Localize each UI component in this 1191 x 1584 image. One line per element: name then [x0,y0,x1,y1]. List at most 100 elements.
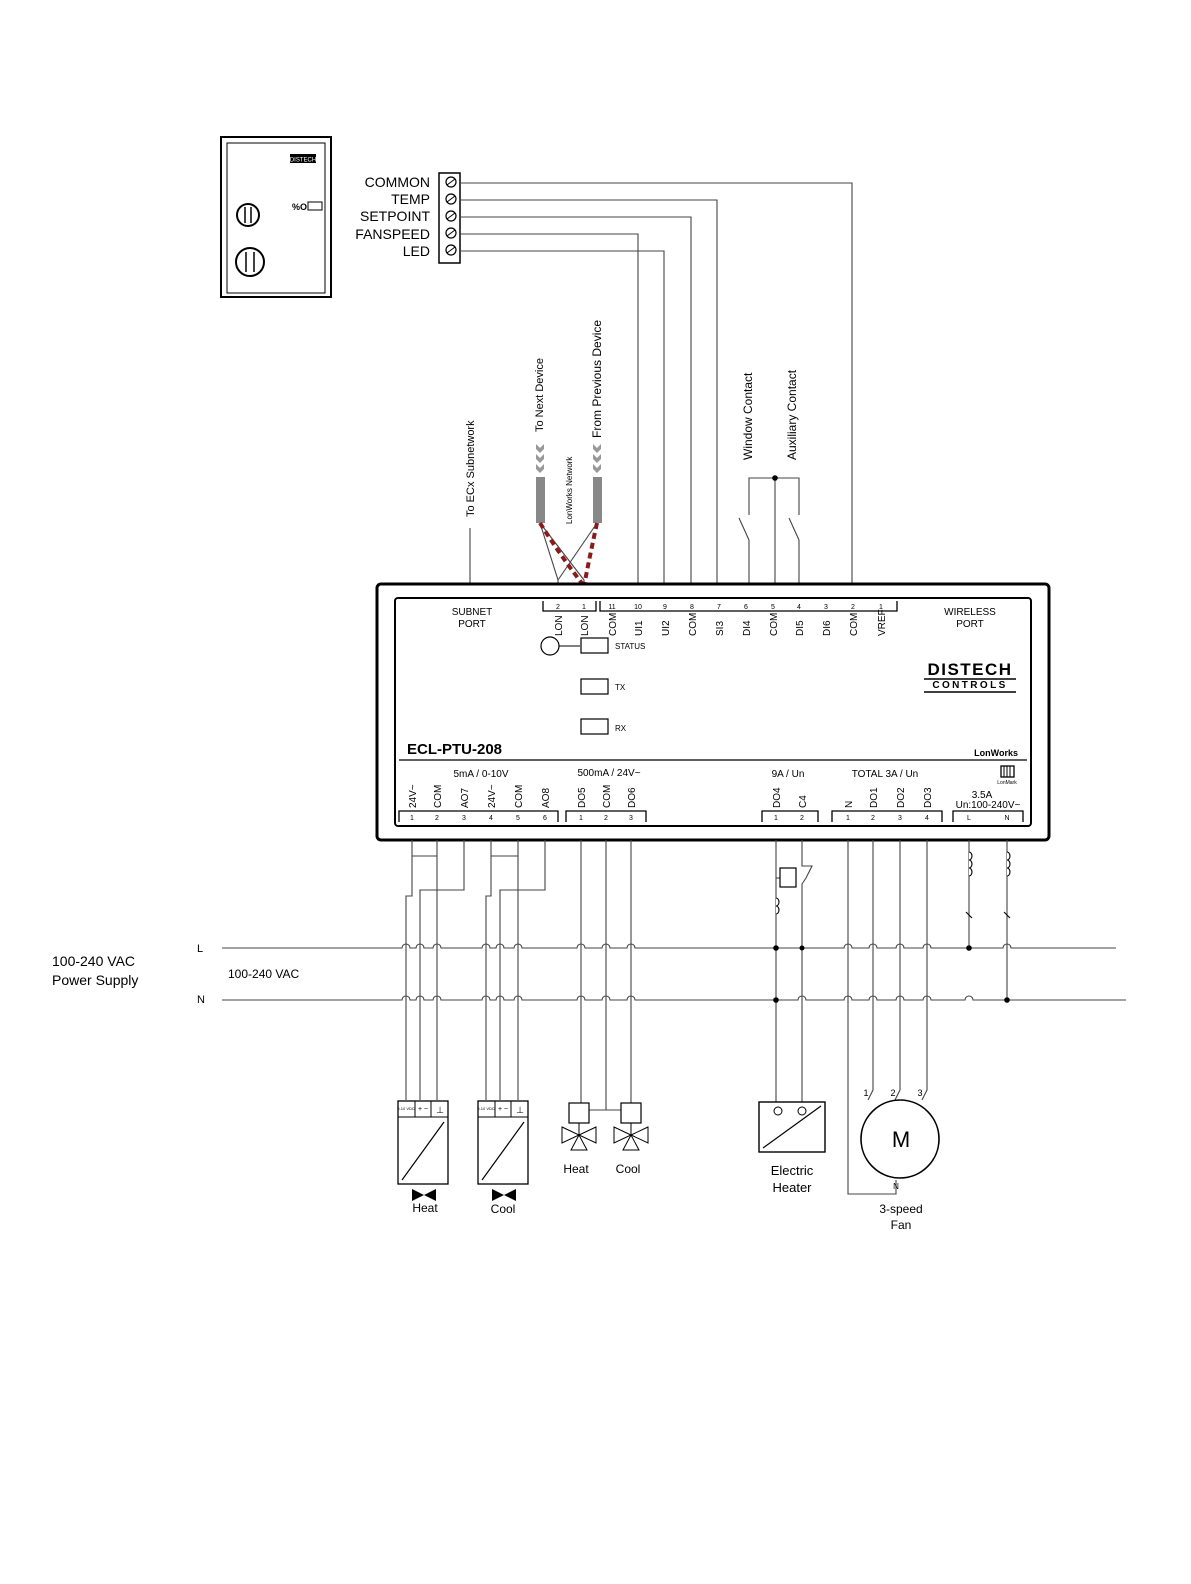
bottom-terminal-number: 2 [604,815,608,822]
wireless-port-label-1: WIRELESS [944,607,996,618]
controller-model: ECL-PTU-208 [407,741,502,758]
top-terminal-number: 2 [851,604,855,611]
heater-label-2: Heater [772,1180,812,1195]
terminal-fanspeed: FANSPEED [355,226,430,242]
top-terminal-label: SI3 [715,621,726,636]
bottom-terminal-number: 2 [800,815,804,822]
distech-logo: DISTECH CONTROLS [924,660,1016,693]
output-wiring [405,840,1008,1195]
top-terminal-number: 1 [879,604,883,611]
bottom-terminal-number: 3 [898,815,902,822]
bottom-terminal-label: DO5 [577,787,588,808]
window-auxiliary-contacts [738,477,800,584]
lonmark-logo: LonMark [997,765,1017,786]
heat-valve: Heat [561,1102,597,1176]
top-terminal-label: COM [849,613,860,636]
fan-label-1: 3-speed [879,1202,922,1216]
bottom-terminal-number: 6 [543,815,547,822]
bottom-terminal-label: COM [602,785,613,808]
top-terminal-number: 1 [582,604,586,611]
do4-group-label: 9A / Un [772,769,805,780]
top-terminal-number: 11 [608,604,615,611]
bottom-terminal-label: COM [433,785,444,808]
heat-actuator-label: Heat [412,1201,438,1215]
rx-led [580,718,609,735]
label-to-next-device: To Next Device [534,358,546,432]
bottom-terminal-label: DO2 [896,787,907,808]
bottom-terminal-label: COM [514,785,525,808]
top-terminal-number: 8 [690,604,694,611]
line-n-label: N [197,994,205,1006]
top-terminal-label: COM [769,613,780,636]
junction-dots [773,945,1010,1003]
top-terminal-number: 3 [824,604,828,611]
terminal-temp: TEMP [391,191,430,207]
bottom-terminal-number: 1 [410,815,414,822]
do-low-group-label: 500mA / 24V~ [577,768,640,779]
motor-term-n: N [893,1182,899,1191]
label-lonworks-network: LonWorks Network [565,456,574,524]
fanspeed-knob-icon [235,247,265,277]
bottom-terminal-number: 1 [846,815,850,822]
power-voltage-label: Un:100-240V~ [956,800,1021,811]
top-terminal-label: LON [554,615,565,636]
bottom-terminal-label: AO7 [460,788,471,808]
bottom-terminal-number: 2 [871,815,875,822]
setpoint-knob-icon [236,203,260,227]
heater-label-1: Electric [771,1163,814,1178]
top-terminal-label: DI6 [822,620,833,636]
bottom-terminal-label: DO1 [869,787,880,808]
electric-heater: Electric Heater [758,1101,826,1195]
bottom-terminal-label: 24V~ [487,784,498,808]
terminal-common: COMMON [365,174,430,190]
top-terminal-number: 10 [634,604,642,611]
bottom-terminal-number: 2 [435,815,439,822]
top-terminal-label: COM [688,613,699,636]
motor-term-3: 3 [917,1088,922,1098]
motor-term-2: 2 [890,1088,895,1098]
status-led [580,637,609,654]
lonworks-logo: LonWorks [974,748,1018,758]
top-terminal-label: VREF [877,609,888,636]
bottom-terminal-label: N [844,801,855,808]
bottom-terminals: 124V~2COM3AO7424V~5COM6AO81DO52COM3DO61D… [408,784,1010,822]
bottom-terminal-label: DO6 [627,787,638,808]
cool-actuator-term-2: + ~ [498,1106,508,1113]
bottom-terminal-strip [398,810,1024,822]
heat-actuator-term-2: + ~ [418,1106,428,1113]
top-terminal-number: 9 [663,604,667,611]
service-button[interactable] [540,636,580,656]
lon-cable-previous [593,444,602,523]
label-window-contact: Window Contact [741,372,755,460]
bottom-terminal-number: N [1004,815,1009,822]
bottom-terminal-number: 1 [579,815,583,822]
status-leds: STATUS TX RX [580,637,645,735]
label-auxiliary-contact: Auxiliary Contact [785,369,799,460]
lonmark-text: LonMark [997,780,1017,786]
label-to-ecx-subnetwork: To ECx Subnetwork [465,420,477,517]
bottom-terminal-number: 4 [925,815,929,822]
fuse-icons [775,851,1011,919]
top-terminal-label: UI2 [661,620,672,636]
top-terminal-number: 6 [744,604,748,611]
top-connection-labels: To ECx Subnetwork To Next Device LonWork… [465,320,799,524]
ao-group-label: 5mA / 0-10V [453,769,508,780]
cool-valve-label: Cool [616,1162,641,1176]
cool-valve: Cool [613,1102,649,1176]
brand-name: DISTECH [927,660,1012,679]
bottom-terminal-number: 3 [462,815,466,822]
thermostat-terminal-labels: COMMON TEMP SETPOINT FANSPEED LED [355,174,430,259]
power-supply-label-1: 100-240 VAC [52,953,135,969]
two-way-valve-icon [613,1126,633,1144]
tx-led [580,678,609,695]
motor-icon [860,1099,940,1179]
lon-cable-next [536,444,545,523]
top-terminals: 2LON1LON11COM10UI19UI28COM7SI36DI45COM4D… [554,604,888,636]
top-terminal-label: DI4 [742,620,753,636]
dial-label: %O [292,202,307,212]
top-terminal-number: 7 [717,604,721,611]
cool-actuator-label: Cool [491,1202,516,1216]
power-supply-label-2: Power Supply [52,972,138,988]
valve-icon [492,1189,504,1201]
